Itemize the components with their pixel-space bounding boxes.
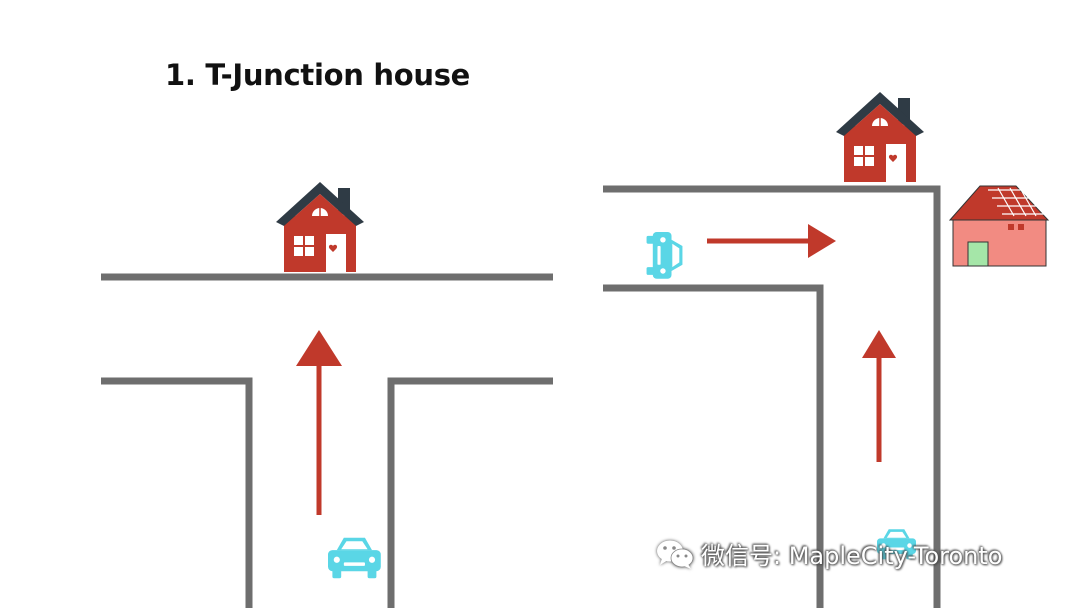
car-icon [328, 537, 381, 579]
page-title: 1. T-Junction house [165, 58, 471, 92]
neighbor-house-icon [948, 185, 1050, 267]
house-icon [835, 91, 925, 183]
arrow-right-icon [707, 224, 836, 258]
wechat-icon [657, 540, 694, 569]
right-road [603, 185, 941, 608]
left-road [101, 273, 553, 608]
watermark: 微信号: MapleCity-Toronto [655, 536, 1002, 571]
watermark-text: 微信号: MapleCity-Toronto [701, 542, 1003, 570]
arrow-up-icon [862, 330, 896, 462]
arrow-up-icon [296, 330, 342, 515]
house-icon [275, 181, 365, 273]
car-icon [646, 232, 683, 279]
